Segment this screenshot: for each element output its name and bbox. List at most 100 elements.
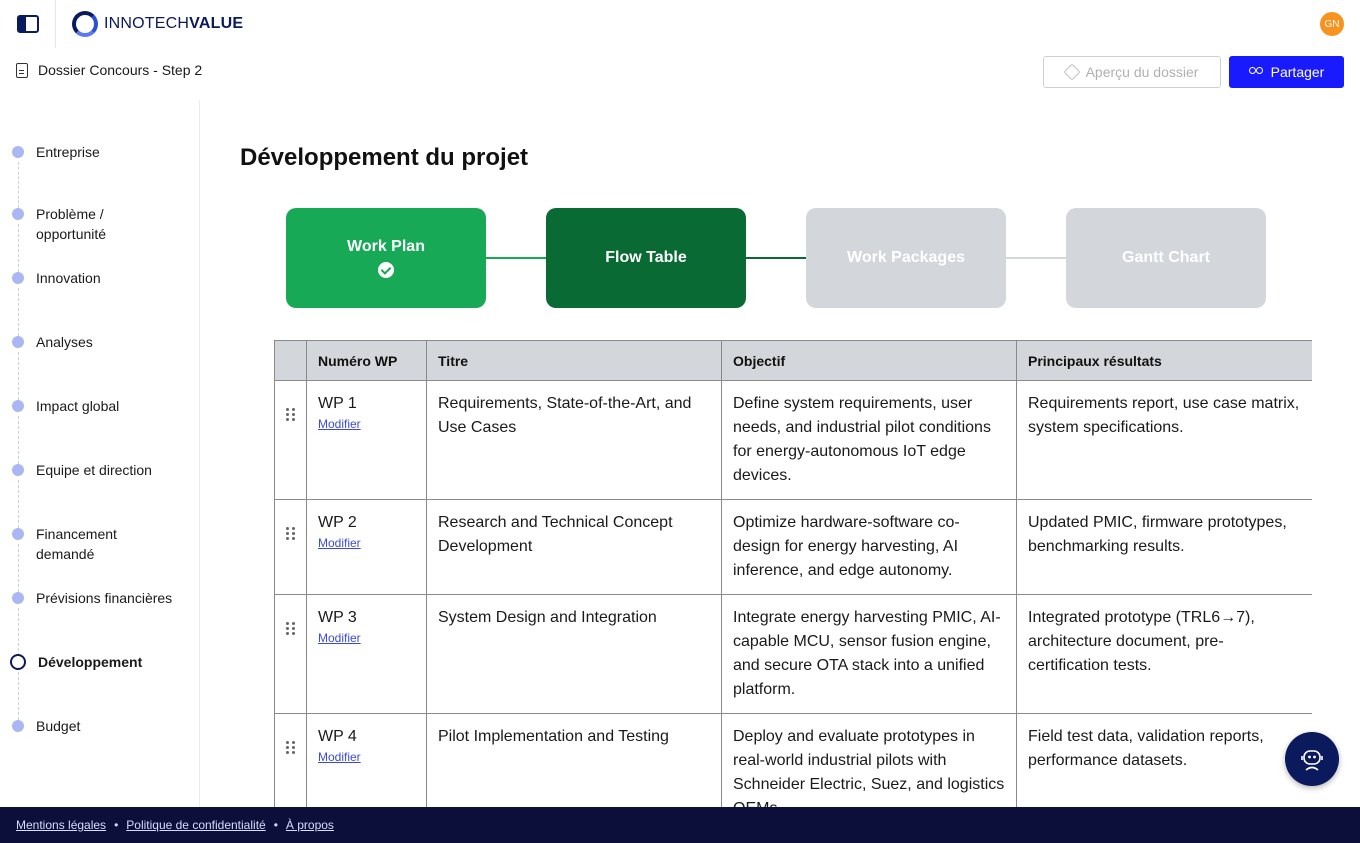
nav-connector <box>18 224 19 272</box>
nav-item-innovation[interactable]: Innovation <box>12 268 196 288</box>
table-header-row: Numéro WP Titre Objectif Principaux résu… <box>274 340 1312 381</box>
brand-name: INNOTECHVALUE <box>104 15 244 32</box>
wp-number: WP 3 <box>318 609 357 626</box>
nav-item-budget[interactable]: Budget <box>12 716 196 736</box>
nav-connector <box>18 416 19 464</box>
share-label: Partager <box>1270 64 1325 80</box>
check-circle-icon <box>378 262 394 278</box>
top-bar: INNOTECHVALUE GN <box>0 0 1360 48</box>
preview-dossier-label: Aperçu du dossier <box>1085 64 1199 80</box>
step-work-packages[interactable]: Work Packages <box>806 208 1006 308</box>
nav-connector <box>18 544 19 592</box>
step-dot-icon <box>12 272 24 284</box>
drag-handle-icon[interactable] <box>286 741 295 754</box>
step-label: Flow Table <box>605 249 687 266</box>
step-label: Work Plan <box>347 238 425 255</box>
nav-item-previsions[interactable]: Prévisions financières <box>12 588 196 608</box>
objective-cell: Deploy and evaluate prototypes in real-w… <box>721 713 1017 807</box>
title-cell: Pilot Implementation and Testing <box>426 713 722 807</box>
results-cell: Field test data, validation reports, per… <box>1016 713 1312 807</box>
drag-column-header <box>274 340 307 381</box>
nav-item-label: Analyses <box>36 334 93 350</box>
nav-item-equipe[interactable]: Equipe et direction <box>12 460 196 480</box>
wp-number: WP 4 <box>318 728 357 745</box>
modify-link[interactable]: Modifier <box>318 750 361 764</box>
people-icon <box>1248 67 1263 77</box>
step-gantt-chart[interactable]: Gantt Chart <box>1066 208 1266 308</box>
stepper-connector <box>746 257 806 259</box>
footer-link-privacy[interactable]: Politique de confidentialité <box>126 818 266 832</box>
nav-item-analyses[interactable]: Analyses <box>12 332 196 352</box>
nav-item-entreprise[interactable]: Entreprise <box>12 142 196 162</box>
nav-connector <box>18 672 19 720</box>
table-row: WP 4 Modifier Pilot Implementation and Te… <box>274 713 1312 807</box>
stepper-connector <box>1006 257 1066 259</box>
footer-separator: • <box>114 818 119 832</box>
footer-separator: • <box>273 818 278 832</box>
nav-item-label: Prévisions financières <box>36 590 173 606</box>
active-step-icon <box>10 654 26 670</box>
nav-connector <box>18 480 19 528</box>
user-avatar[interactable]: GN <box>1320 12 1344 36</box>
modify-link[interactable]: Modifier <box>318 417 361 431</box>
step-flow-table[interactable]: Flow Table <box>546 208 746 308</box>
nav-item-probleme[interactable]: Problème / opportunité <box>12 204 136 244</box>
title-cell: Requirements, State-of-the-Art, and Use … <box>426 380 722 500</box>
layers-icon <box>1063 63 1081 81</box>
nav-item-label: Problème / opportunité <box>36 206 107 242</box>
step-dot-icon <box>12 146 24 158</box>
document-icon <box>16 62 28 78</box>
step-dot-icon <box>12 528 24 540</box>
wp-cell: WP 2 Modifier <box>306 499 427 595</box>
title-cell: System Design and Integration <box>426 594 722 714</box>
modify-link[interactable]: Modifier <box>318 536 361 550</box>
objective-cell: Optimize hardware-software co-design for… <box>721 499 1017 595</box>
drag-cell <box>274 499 307 595</box>
preview-dossier-button[interactable]: Aperçu du dossier <box>1043 56 1221 88</box>
dossier-title-text: Dossier Concours - Step 2 <box>38 62 203 78</box>
step-dot-icon <box>12 464 24 476</box>
nav-connector <box>18 288 19 336</box>
title-cell: Research and Technical Concept Developme… <box>426 499 722 595</box>
table-row: WP 2 Modifier Research and Technical Conc… <box>274 499 1312 595</box>
nav-connector <box>18 608 19 656</box>
nav-item-label: Développement <box>38 654 143 670</box>
logo-mark-icon <box>72 11 98 37</box>
nav-item-label: Equipe et direction <box>36 462 152 478</box>
drag-handle-icon[interactable] <box>286 527 295 540</box>
nav-item-label: Entreprise <box>36 144 100 160</box>
step-dot-icon <box>12 592 24 604</box>
objective-cell: Define system requirements, user needs, … <box>721 380 1017 500</box>
results-cell: Integrated prototype (TRL6→7), architect… <box>1016 594 1312 714</box>
column-header: Titre <box>426 340 722 381</box>
modify-link[interactable]: Modifier <box>318 631 361 645</box>
drag-cell <box>274 594 307 714</box>
brand-logo[interactable]: INNOTECHVALUE <box>72 11 243 37</box>
step-work-plan[interactable]: Work Plan <box>286 208 486 308</box>
drag-cell <box>274 713 307 807</box>
nav-item-label: Impact global <box>36 398 120 414</box>
results-cell: Requirements report, use case matrix, sy… <box>1016 380 1312 500</box>
column-header: Objectif <box>721 340 1017 381</box>
share-button[interactable]: Partager <box>1229 56 1344 88</box>
sidebar-toggle-icon[interactable] <box>17 15 39 33</box>
results-cell: Updated PMIC, firmware prototypes, bench… <box>1016 499 1312 595</box>
column-header: Numéro WP <box>306 340 427 381</box>
page-title: Développement du projet <box>240 144 529 171</box>
step-dot-icon <box>12 720 24 732</box>
robot-assistant-icon <box>1301 750 1323 771</box>
dossier-title: Dossier Concours - Step 2 <box>16 62 202 78</box>
drag-handle-icon[interactable] <box>286 622 295 635</box>
wp-number: WP 2 <box>318 514 357 531</box>
nav-item-financement[interactable]: Financement demandé <box>12 524 146 564</box>
footer-link-about[interactable]: À propos <box>285 818 334 832</box>
table-row: WP 3 Modifier System Design and Integrati… <box>274 594 1312 714</box>
drag-handle-icon[interactable] <box>286 408 295 421</box>
assistant-button[interactable] <box>1285 732 1339 786</box>
footer-link-legal[interactable]: Mentions légales <box>16 818 107 832</box>
stepper-connector <box>486 257 546 259</box>
nav-item-developpement[interactable]: Développement <box>10 652 198 672</box>
nav-item-impact-global[interactable]: Impact global <box>12 396 196 416</box>
